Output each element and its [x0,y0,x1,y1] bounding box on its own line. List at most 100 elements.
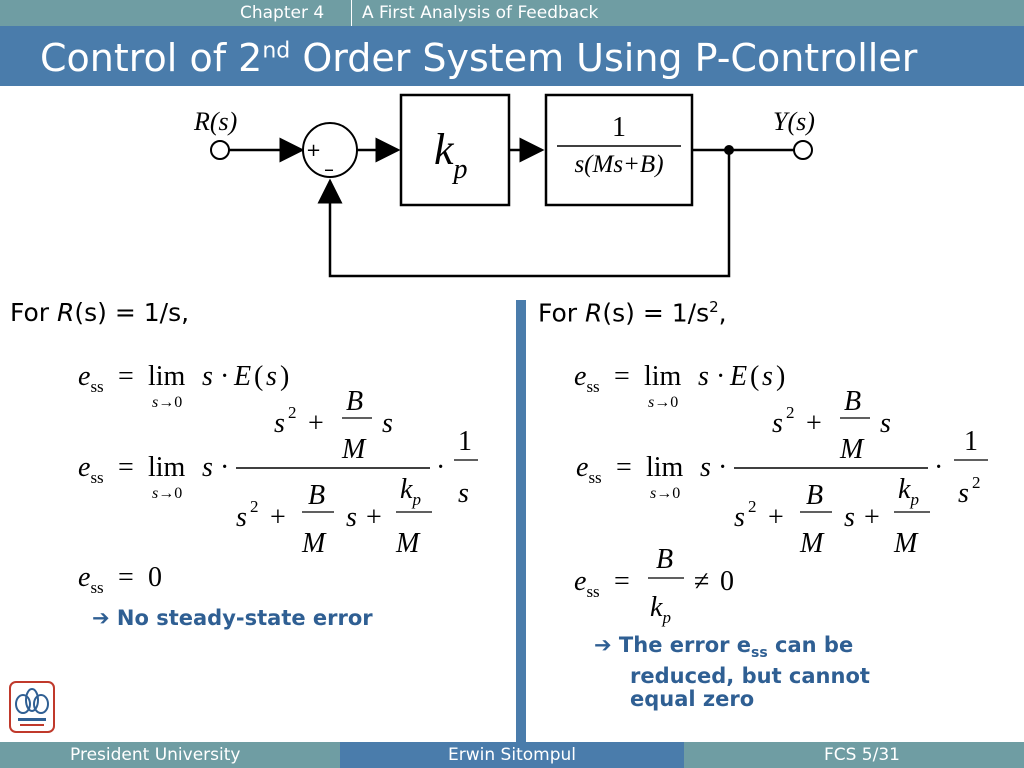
title-bar: Control of 2nd Order System Using P-Cont… [0,26,1024,86]
svg-text:lim: lim [148,452,186,483]
svg-text:·: · [718,452,727,483]
arrow-right-icon: ➔ [92,606,117,630]
svg-text:s: s [698,361,709,392]
svg-text:lim: lim [148,361,186,392]
svg-text:=: = [118,562,134,593]
svg-text:): ) [280,361,289,392]
svg-text:2: 2 [786,403,795,422]
svg-text:≠: ≠ [694,566,709,597]
svg-text:E: E [233,361,251,392]
svg-text:M: M [839,434,865,465]
svg-text:(: ( [254,361,263,392]
controller-block [399,93,511,207]
svg-text:·: · [716,361,725,392]
svg-text:s→0: s→0 [152,485,182,502]
svg-text:B: B [844,386,861,417]
footer-center: Erwin Sitompul [340,742,684,768]
svg-text:=: = [118,361,134,392]
svg-text:M: M [301,528,327,559]
svg-text:M: M [341,434,367,465]
left-result: ➔ No steady-state error [92,606,373,630]
svg-text:s: s [844,502,855,533]
svg-text:·: · [934,452,943,483]
svg-text:=: = [118,452,134,483]
feedback-path [317,150,731,278]
svg-text:s→0: s→0 [152,394,182,411]
svg-text:B: B [346,386,363,417]
svg-text:M: M [893,528,919,559]
svg-text:ess: ess [78,361,104,396]
svg-text:ess: ess [574,361,600,396]
output-label: Y(s) [773,107,815,136]
svg-text:2: 2 [288,403,297,422]
svg-text:·: · [220,452,229,483]
plant-block [544,93,694,207]
output-node [793,140,813,160]
footer-left: President University [0,742,340,768]
footer-bar: President University Erwin Sitompul FCS … [0,742,1024,768]
svg-text:ess: ess [576,452,602,487]
svg-text:·: · [436,452,445,483]
chapter-separator [351,0,352,26]
svg-text:s: s [266,361,277,392]
svg-text:+: + [366,502,382,533]
svg-text:E: E [729,361,747,392]
input-node [210,140,230,160]
svg-text:ess: ess [78,562,104,597]
svg-text:s: s [382,408,393,439]
svg-text:s: s [202,361,213,392]
input-label: R(s) [193,107,237,136]
svg-text:s: s [880,408,891,439]
svg-text:1: 1 [964,426,978,457]
right-equations: ess = lim s→0 s · E ( s ) ess = lim s→0 … [574,361,988,627]
svg-text:=: = [614,566,630,597]
minus-sign: – [324,157,334,181]
column-divider [516,300,526,742]
svg-text:+: + [270,502,286,533]
svg-text:s: s [236,502,247,533]
svg-text:kp: kp [898,474,919,509]
svg-text:0: 0 [720,566,734,597]
section-label: A First Analysis of Feedback [362,3,599,23]
svg-text:lim: lim [646,452,684,483]
svg-text:2: 2 [972,473,981,492]
svg-text:=: = [614,361,630,392]
chapter-bar: Chapter 4 A First Analysis of Feedback [0,0,1024,26]
svg-text:s: s [202,452,213,483]
svg-text:ess: ess [574,566,600,601]
svg-text:M: M [799,528,825,559]
svg-text:+: + [768,502,784,533]
svg-text:(: ( [750,361,759,392]
svg-text:s: s [700,452,711,483]
university-logo [9,681,55,733]
svg-text:+: + [806,408,822,439]
svg-text:s: s [458,478,469,509]
svg-text:kp: kp [400,474,421,509]
svg-text:B: B [806,480,823,511]
svg-text:M: M [395,528,421,559]
footer-right: FCS 5/31 [684,742,1024,768]
right-result: ➔ The error ess can be reduced, but cann… [594,633,870,712]
svg-text:): ) [776,361,785,392]
left-heading: For R(s) = 1/s, [10,298,190,327]
svg-text:s→0: s→0 [648,394,678,411]
svg-text:kp: kp [650,592,671,627]
plus-sign: + [306,140,321,161]
svg-text:ess: ess [78,452,104,487]
svg-text:B: B [656,544,673,575]
svg-text:s: s [346,502,357,533]
svg-text:s: s [772,408,783,439]
block-diagram: R(s) + – kp 1 s(Ms+B) Y(s) [193,93,815,278]
svg-text:s: s [958,478,969,509]
svg-text:2: 2 [748,497,757,516]
arrow-right-icon: ➔ [594,633,619,657]
svg-text:=: = [616,452,632,483]
plant-denominator: s(Ms+B) [574,151,663,178]
svg-text:+: + [308,408,324,439]
svg-text:2: 2 [250,497,259,516]
slide-title: Control of 2nd Order System Using P-Cont… [40,36,918,80]
svg-text:1: 1 [458,426,472,457]
svg-text:s: s [274,408,285,439]
svg-text:B: B [308,480,325,511]
svg-text:lim: lim [644,361,682,392]
